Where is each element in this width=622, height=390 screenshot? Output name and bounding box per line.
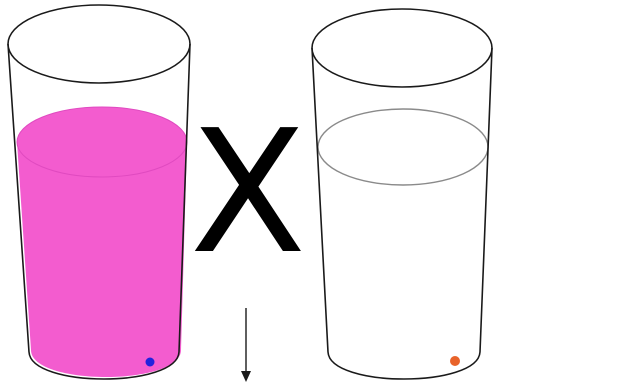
right-glass-rim	[312, 9, 492, 87]
left-glass-rim	[8, 5, 190, 83]
left-particle-dot	[146, 358, 155, 367]
right-glass	[312, 9, 492, 379]
down-arrow	[241, 308, 251, 382]
multiplication-symbol: X	[188, 118, 308, 268]
right-particle-dot	[450, 356, 460, 366]
right-glass-liquid	[318, 127, 488, 376]
left-liquid-surface	[17, 107, 187, 177]
left-glass	[8, 5, 190, 379]
